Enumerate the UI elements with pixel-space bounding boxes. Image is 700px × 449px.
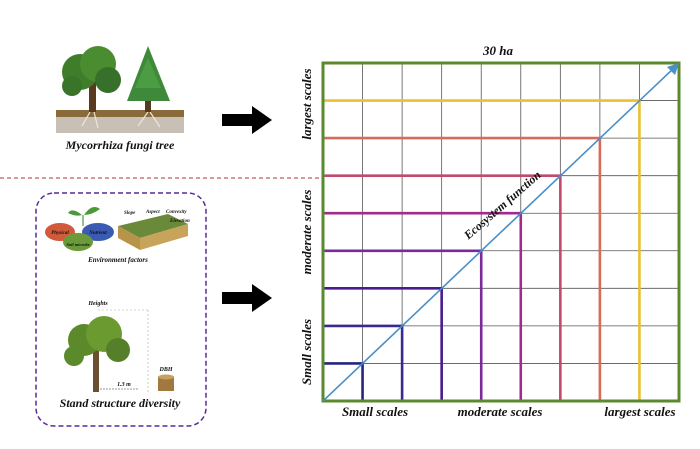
broadleaf-trunk [89, 80, 96, 112]
dbh-label: DBH [158, 367, 172, 373]
plant-icon [68, 207, 100, 216]
env-label-elevation: Elevation [169, 219, 190, 224]
stand-tree-crown-part [106, 338, 130, 362]
env-label-aspect: Aspect [145, 210, 160, 215]
x-label-small: Small scales [342, 404, 408, 419]
conifer-crown-highlight [135, 58, 161, 88]
bottom-arrow [222, 284, 272, 312]
soil-layer-bottom [56, 117, 184, 133]
y-label-moderate: moderate scales [299, 190, 314, 275]
roots [81, 111, 161, 129]
soil-microbe-circle [63, 233, 93, 251]
stand-illustration: Heights 1.3 m DBH Stand structure divers… [60, 301, 181, 410]
terrain-block-top [118, 214, 188, 238]
nutrient-circle [82, 223, 114, 241]
grid-title: 30 ha [482, 43, 513, 58]
env-label-slope: Slope [124, 211, 136, 216]
factors-panel: Physical Nutrient Soil microbe Slope Asp… [35, 192, 207, 427]
env-label-nutrient: Nutrient [88, 231, 107, 236]
heights-label: Heights [87, 301, 108, 307]
distance-label: 1.3 m [117, 382, 131, 388]
diagonal-arrowhead [667, 63, 679, 75]
env-label-convexity: Convexity [166, 210, 187, 215]
mycorrhiza-illustration: Mycorrhiza fungi tree [56, 46, 184, 152]
scale-grid [321, 61, 681, 403]
y-label-largest: largest scales [299, 68, 314, 139]
stand-tree-crown-part [64, 346, 84, 366]
terrain-block-front [140, 224, 188, 250]
y-label-small: Small scales [299, 319, 314, 385]
x-label-largest: largest scales [604, 404, 675, 419]
broadleaf-crown-part [95, 67, 121, 93]
stand-caption: Stand structure diversity [60, 396, 181, 410]
x-label-moderate: moderate scales [458, 404, 543, 419]
env-label-soil-microbe: Soil microbe [66, 242, 89, 247]
environment-illustration: Physical Nutrient Soil microbe Slope Asp… [45, 207, 190, 264]
mycorrhiza-caption: Mycorrhiza fungi tree [65, 138, 175, 152]
conifer-trunk [145, 98, 151, 112]
env-label-physical: Physical [51, 231, 69, 236]
stump-top [158, 374, 174, 380]
broadleaf-crown-part [62, 76, 82, 96]
grid-frame [321, 61, 681, 403]
terrain-block-side [118, 226, 140, 250]
stump [158, 377, 174, 391]
soil-layer-top [56, 110, 184, 117]
ecosystem-diagonal [322, 66, 676, 402]
panel-border [35, 192, 207, 427]
environment-caption: Environment factors [87, 256, 148, 264]
top-arrow [222, 106, 272, 134]
stand-tree-trunk [93, 350, 99, 392]
